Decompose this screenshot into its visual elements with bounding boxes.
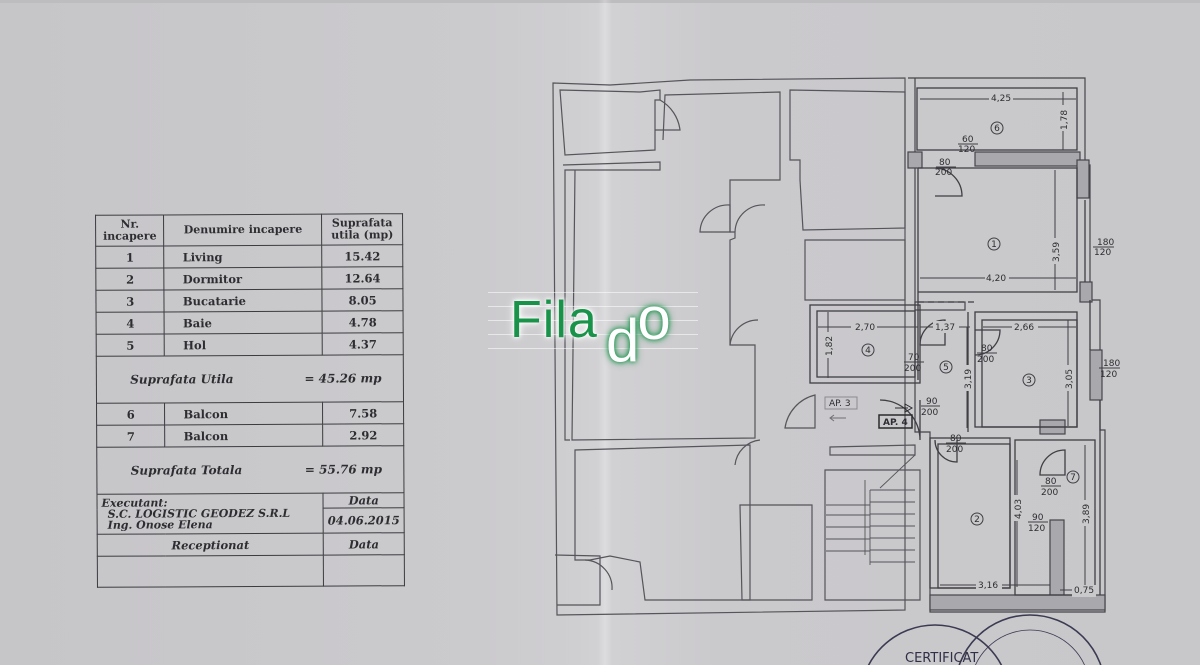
watermark-logo: Fila do	[488, 284, 708, 374]
svg-text:90: 90	[926, 397, 938, 407]
svg-text:80: 80	[950, 434, 962, 444]
svg-text:90: 90	[1032, 513, 1044, 523]
opening-labels: 60 120 80 200 180 120 180 120 70 200 80 …	[904, 135, 1120, 534]
logo-text-do: do	[606, 285, 671, 374]
svg-text:1: 1	[991, 240, 997, 250]
svg-text:80: 80	[1045, 477, 1057, 487]
room-markers	[861, 121, 1080, 526]
svg-text:2,66: 2,66	[1014, 323, 1034, 333]
svg-text:180: 180	[1103, 359, 1120, 369]
svg-text:3,05: 3,05	[1065, 369, 1075, 389]
svg-text:3,19: 3,19	[964, 369, 974, 389]
svg-text:4,25: 4,25	[991, 94, 1011, 104]
svg-text:7: 7	[1070, 473, 1076, 483]
svg-text:120: 120	[1100, 370, 1117, 380]
svg-text:180: 180	[1097, 238, 1114, 248]
svg-text:80: 80	[939, 158, 951, 168]
svg-text:200: 200	[935, 168, 952, 178]
svg-text:70: 70	[908, 353, 920, 363]
svg-text:2,70: 2,70	[855, 323, 875, 333]
svg-text:2: 2	[974, 515, 980, 525]
svg-text:200: 200	[921, 408, 938, 418]
svg-text:200: 200	[904, 364, 921, 374]
svg-text:3: 3	[1026, 376, 1032, 386]
paper-edge	[0, 0, 1200, 3]
svg-text:4,20: 4,20	[986, 274, 1006, 284]
svg-text:120: 120	[1094, 248, 1111, 258]
svg-text:AP. 4: AP. 4	[883, 418, 908, 428]
svg-text:5: 5	[943, 363, 949, 373]
svg-text:60: 60	[962, 135, 974, 145]
svg-text:120: 120	[1028, 524, 1045, 534]
stamps	[867, 614, 1102, 665]
svg-text:3,89: 3,89	[1082, 504, 1092, 524]
apartment-labels: AP. 3 AP. 4	[824, 396, 914, 429]
svg-text:4,03: 4,03	[1014, 499, 1024, 519]
svg-text:200: 200	[1041, 488, 1058, 498]
svg-text:1,78: 1,78	[1060, 110, 1070, 130]
svg-text:0,75: 0,75	[1074, 586, 1094, 596]
svg-text:6: 6	[994, 124, 1000, 134]
dimension-labels: 4,25 1,78 4,20 3,59 2,70 1,82 1,37 3,19 …	[822, 92, 1096, 597]
svg-text:120: 120	[958, 145, 975, 155]
svg-text:80: 80	[981, 344, 993, 354]
svg-text:200: 200	[977, 355, 994, 365]
svg-text:1,37: 1,37	[935, 323, 955, 333]
paper-fold	[598, 0, 612, 665]
svg-text:4: 4	[865, 346, 871, 356]
svg-text:3,59: 3,59	[1052, 242, 1062, 262]
svg-text:200: 200	[946, 445, 963, 455]
svg-text:3,16: 3,16	[978, 581, 998, 591]
stamp-certificat: CERTIFICAT	[905, 651, 978, 665]
logo-text-fila: Fila	[510, 291, 598, 349]
svg-text:AP. 3: AP. 3	[829, 399, 851, 409]
svg-text:1,82: 1,82	[825, 336, 835, 356]
